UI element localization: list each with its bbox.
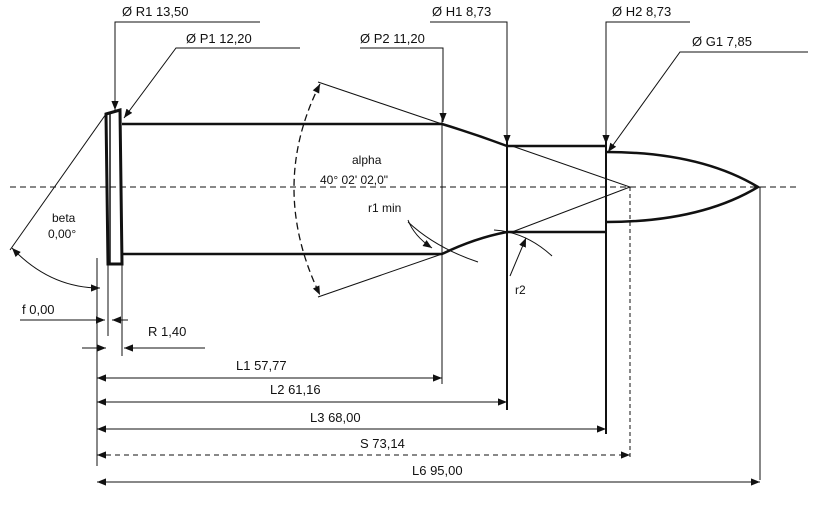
r1-leader-line <box>111 21 260 110</box>
r1-arc <box>407 221 479 263</box>
shoulder-top <box>441 122 508 148</box>
alpha-name-label: alpha <box>352 153 382 167</box>
g1-label: Ø G1 7,85 <box>692 34 752 49</box>
s-label: S 73,14 <box>360 436 405 451</box>
alpha-value-label: 40° 02' 02,0" <box>320 173 388 187</box>
p2-label: Ø P2 11,20 <box>360 31 425 46</box>
r2-label: r2 <box>515 283 526 297</box>
l2-label: L2 61,16 <box>270 382 321 397</box>
alpha-line-top <box>317 81 443 125</box>
h2-label: Ø H2 8,73 <box>612 4 671 19</box>
beta-name-label: beta <box>52 211 76 225</box>
p2-leader-line <box>360 47 447 122</box>
shoulder-bottom <box>441 230 508 256</box>
r1-min-label: r1 min <box>368 201 401 215</box>
p1-leader-line <box>123 47 300 119</box>
r1-leader <box>407 219 433 249</box>
alpha-arc <box>293 83 321 296</box>
bullet-outline <box>605 150 761 224</box>
l1-label: L1 57,77 <box>236 358 287 373</box>
l3-label: L3 68,00 <box>310 410 361 425</box>
h2-leader-line <box>602 21 690 144</box>
f-label: f 0,00 <box>22 302 55 317</box>
cone-triangle <box>511 145 632 233</box>
h1-leader-line <box>430 21 511 144</box>
r2-arc <box>493 229 553 257</box>
beta-value-label: 0,00° <box>48 227 76 241</box>
h1-label: Ø H1 8,73 <box>432 4 491 19</box>
r2-leader <box>509 237 527 277</box>
r1-label: Ø R1 13,50 <box>122 4 189 19</box>
l6-label: L6 95,00 <box>412 463 463 478</box>
beta-line <box>9 113 107 251</box>
g1-leader-line <box>607 51 808 153</box>
beta-arc <box>11 247 101 292</box>
alpha-line-bottom <box>317 253 443 298</box>
p1-label: Ø P1 12,20 <box>186 31 252 46</box>
r-label: R 1,40 <box>148 324 186 339</box>
